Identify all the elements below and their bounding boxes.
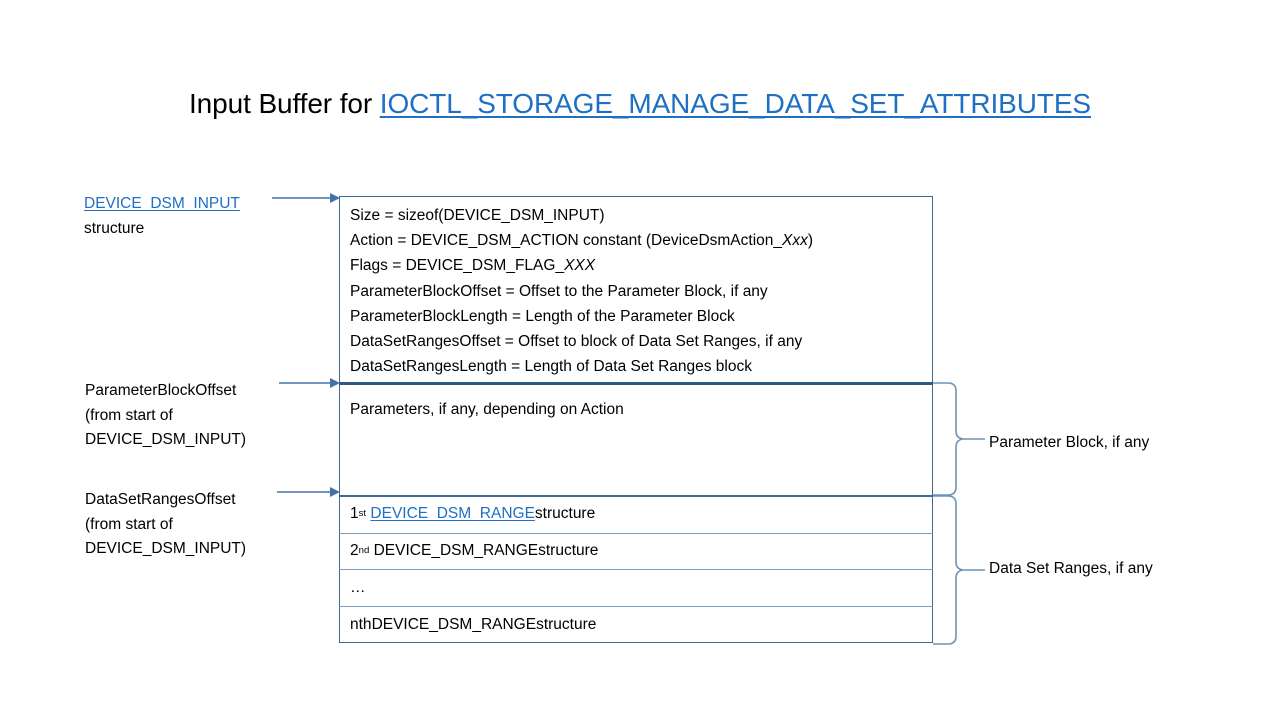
label-parameter-block-offset-line2: (from start of <box>85 406 173 424</box>
parameters-text: Parameters, if any, depending on Action <box>350 401 624 418</box>
data-set-ranges-brace-icon <box>933 495 985 645</box>
parameter-block-brace-icon <box>933 382 985 496</box>
label-data-set-ranges-offset: DataSetRangesOffset (from start of DEVIC… <box>85 488 246 562</box>
label-data-set-ranges-offset-line3: DEVICE_DSM_INPUT) <box>85 540 247 557</box>
field-line-data-set-ranges-length: DataSetRangesLength = Length of Data Set… <box>350 358 752 376</box>
parameter-block-brace-label: Parameter Block, if any <box>989 434 1150 451</box>
header-section-divider <box>339 382 933 385</box>
label-parameter-block-offset-line1: ParameterBlockOffset <box>85 382 237 399</box>
device-dsm-input-link[interactable]: DEVICE_DSM_INPUT <box>84 195 240 212</box>
page-title-prefix: Input Buffer for <box>188 88 380 119</box>
range-row-ellipsis: … <box>339 569 933 606</box>
arrow-to-header-icon <box>272 193 340 203</box>
device-dsm-range-link[interactable]: DEVICE_DSM_RANGE <box>370 505 535 523</box>
field-line-size: Size = sizeof(DEVICE_DSM_INPUT) <box>350 207 605 224</box>
field-line-parameter-block-length: ParameterBlockLength = Length of the Par… <box>350 307 735 325</box>
field-line-action: Action = DEVICE_DSM_ACTION constant (Dev… <box>350 232 814 250</box>
arrow-to-data-set-ranges-icon <box>277 487 340 497</box>
data-set-ranges-brace-label: Data Set Ranges, if any <box>989 560 1153 577</box>
range-row-nth-name: DEVICE_DSM_RANGE <box>371 615 537 633</box>
label-device-dsm-input-line1: DEVICE_DSM_INPUT <box>84 192 240 217</box>
arrow-to-parameter-block-icon <box>279 378 340 388</box>
range-row-2-ordinal: 2 <box>350 542 359 560</box>
range-row-2-name: DEVICE_DSM_RANGE <box>373 542 539 560</box>
ranges-section-divider <box>339 495 933 497</box>
range-row-ellipsis-text: … <box>350 578 366 596</box>
label-data-set-ranges-offset-line1: DataSetRangesOffset <box>85 491 236 508</box>
ioctl-link[interactable]: IOCTL_STORAGE_MANAGE_DATA_SET_ATTRIBUTES <box>379 88 1091 119</box>
range-row-1-ordinal: 1 <box>350 505 359 523</box>
label-device-dsm-input: DEVICE_DSM_INPUT structure <box>84 192 240 241</box>
range-row-nth: nth DEVICE_DSM_RANGE structure <box>339 605 933 643</box>
field-line-flags: Flags = DEVICE_DSM_FLAG_XXX <box>350 257 596 275</box>
header-fields-section: Size = sizeof(DEVICE_DSM_INPUT) Action =… <box>339 196 933 383</box>
range-row-1-tail: structure <box>534 505 596 523</box>
page-title: Input Buffer for IOCTL_STORAGE_MANAGE_DA… <box>0 88 1280 120</box>
parameter-block-section: Parameters, if any, depending on Action <box>339 385 933 495</box>
label-parameter-block-offset: ParameterBlockOffset (from start of DEVI… <box>85 379 246 453</box>
range-row-nth-ordinal: nth <box>350 615 372 633</box>
label-data-set-ranges-offset-line2: (from start of <box>85 515 173 533</box>
label-device-dsm-input-line2: structure <box>84 219 145 237</box>
device-dsm-input-structure-box <box>339 196 933 643</box>
field-line-data-set-ranges-offset: DataSetRangesOffset = Offset to block of… <box>350 333 803 351</box>
label-parameter-block-offset-line3: DEVICE_DSM_INPUT) <box>85 431 247 448</box>
range-row-2-tail: structure <box>538 542 599 560</box>
field-line-parameter-block-offset: ParameterBlockOffset = Offset to the Par… <box>350 282 768 300</box>
range-row-nth-tail: structure <box>536 615 597 633</box>
